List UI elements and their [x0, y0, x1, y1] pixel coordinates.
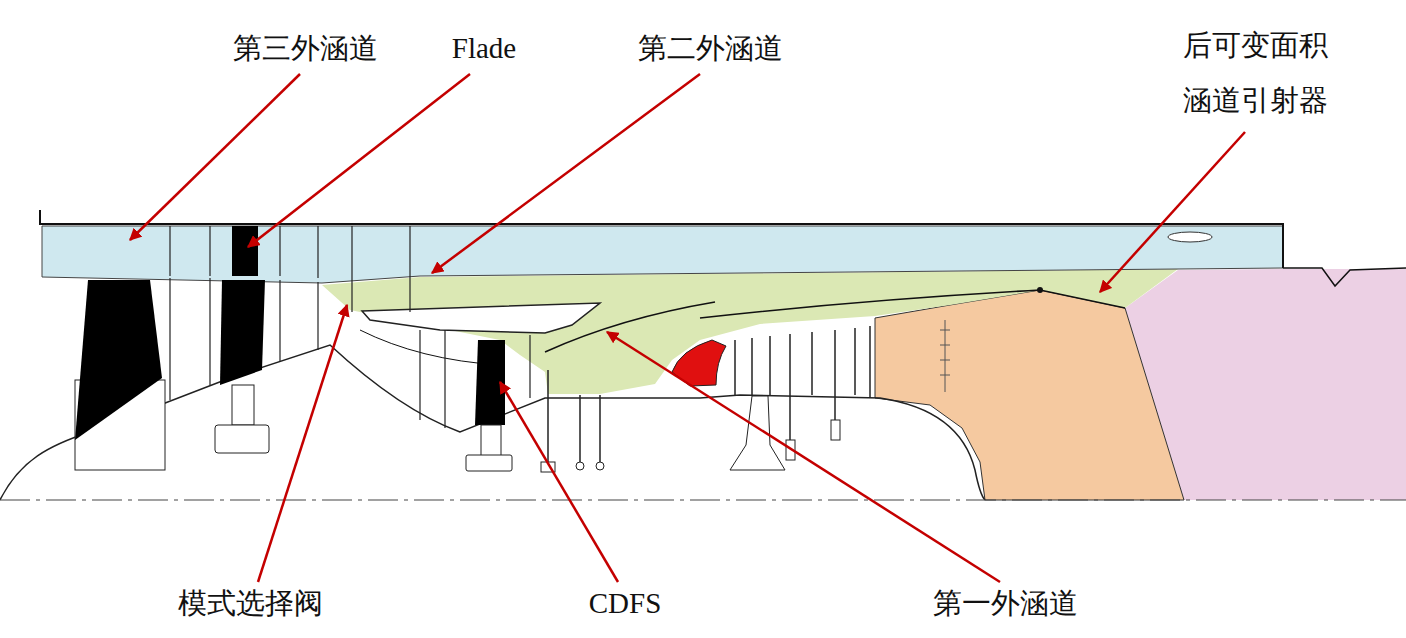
- casing-detail: [1168, 232, 1212, 242]
- fan-struts: [170, 278, 530, 428]
- leader-lines: [130, 74, 1245, 582]
- part-label: Flade: [429, 30, 539, 68]
- centerline: [0, 499, 1406, 500]
- fan-blade: [220, 280, 265, 385]
- hinge: [1037, 287, 1043, 293]
- nozzle-line: [1283, 268, 1406, 286]
- duct-wall: [545, 302, 715, 352]
- cdfs-disk: [481, 425, 501, 457]
- band-struts: [170, 226, 410, 312]
- green-region: [322, 269, 1178, 394]
- blue-band: [42, 226, 1283, 283]
- splitter: [362, 303, 600, 333]
- part-label: 第三外涵道: [220, 30, 390, 68]
- part-label: 后可变面积 涵道引射器: [1175, 18, 1335, 128]
- scale-ticks: [940, 320, 950, 392]
- cdfs-disk: [466, 455, 512, 471]
- flade-blade: [232, 226, 258, 276]
- part-label: CDFS: [570, 585, 680, 623]
- part-label: 第二外涵道: [625, 30, 795, 68]
- disk-feet: [541, 396, 840, 472]
- part-label: 模式选择阀: [165, 585, 335, 623]
- fan-disk: [215, 425, 269, 453]
- fan-blade: [75, 280, 162, 440]
- part-label: 第一外涵道: [920, 585, 1090, 623]
- ejector-line: [700, 290, 1125, 318]
- fan-disk: [232, 385, 254, 425]
- casing-line: [40, 210, 1283, 268]
